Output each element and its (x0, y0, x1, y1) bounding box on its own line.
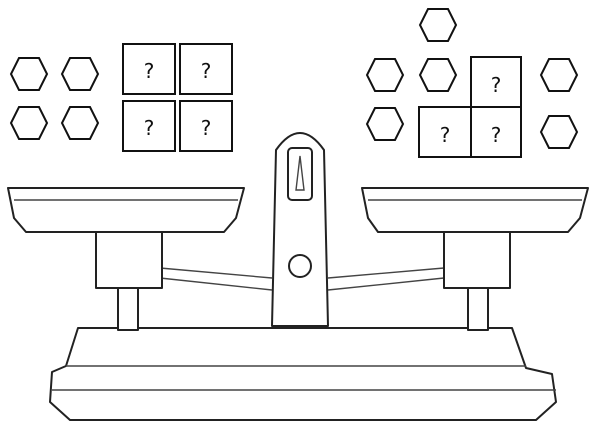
unknown-weight-box: ? (471, 107, 521, 157)
left-pan-block (96, 232, 162, 288)
hexagon-weight (541, 116, 577, 148)
unknown-weight-label: ? (201, 59, 212, 83)
scale-pointer-window (288, 148, 312, 200)
unknown-weight-label: ? (201, 116, 212, 140)
unknown-weight-label: ? (144, 116, 155, 140)
unknown-weight-label: ? (144, 59, 155, 83)
scale-pivot (289, 255, 311, 277)
unknown-weight-box: ? (471, 57, 521, 107)
hexagon-weight (367, 59, 403, 91)
right-pan-block (444, 232, 510, 288)
scale-beam-left (160, 268, 272, 290)
left-pan (8, 188, 244, 232)
scale-base (50, 328, 556, 420)
unknown-weight-label: ? (491, 73, 502, 97)
scale-beam-right (328, 268, 444, 290)
unknown-weight-box: ? (419, 107, 471, 157)
unknown-weight-box: ? (180, 101, 232, 151)
right-pan-weights: ? ? ? (367, 9, 577, 157)
right-pan (362, 188, 588, 232)
unknown-weight-box: ? (123, 101, 175, 151)
left-pan-weights: ? ? ? ? (11, 44, 232, 151)
unknown-weight-box: ? (180, 44, 232, 94)
hexagon-weight (11, 107, 47, 139)
hexagon-weight (62, 107, 98, 139)
unknown-weight-label: ? (491, 123, 502, 147)
hexagon-weight (420, 9, 456, 41)
hexagon-weight (541, 59, 577, 91)
balance-scale (8, 133, 588, 420)
hexagon-weight (11, 58, 47, 90)
unknown-weight-label: ? (440, 123, 451, 147)
left-pan-post (118, 286, 138, 330)
hexagon-weight (367, 108, 403, 140)
unknown-weight-box: ? (123, 44, 175, 94)
hexagon-weight (420, 59, 456, 91)
right-pan-post (468, 286, 488, 330)
hexagon-weight (62, 58, 98, 90)
